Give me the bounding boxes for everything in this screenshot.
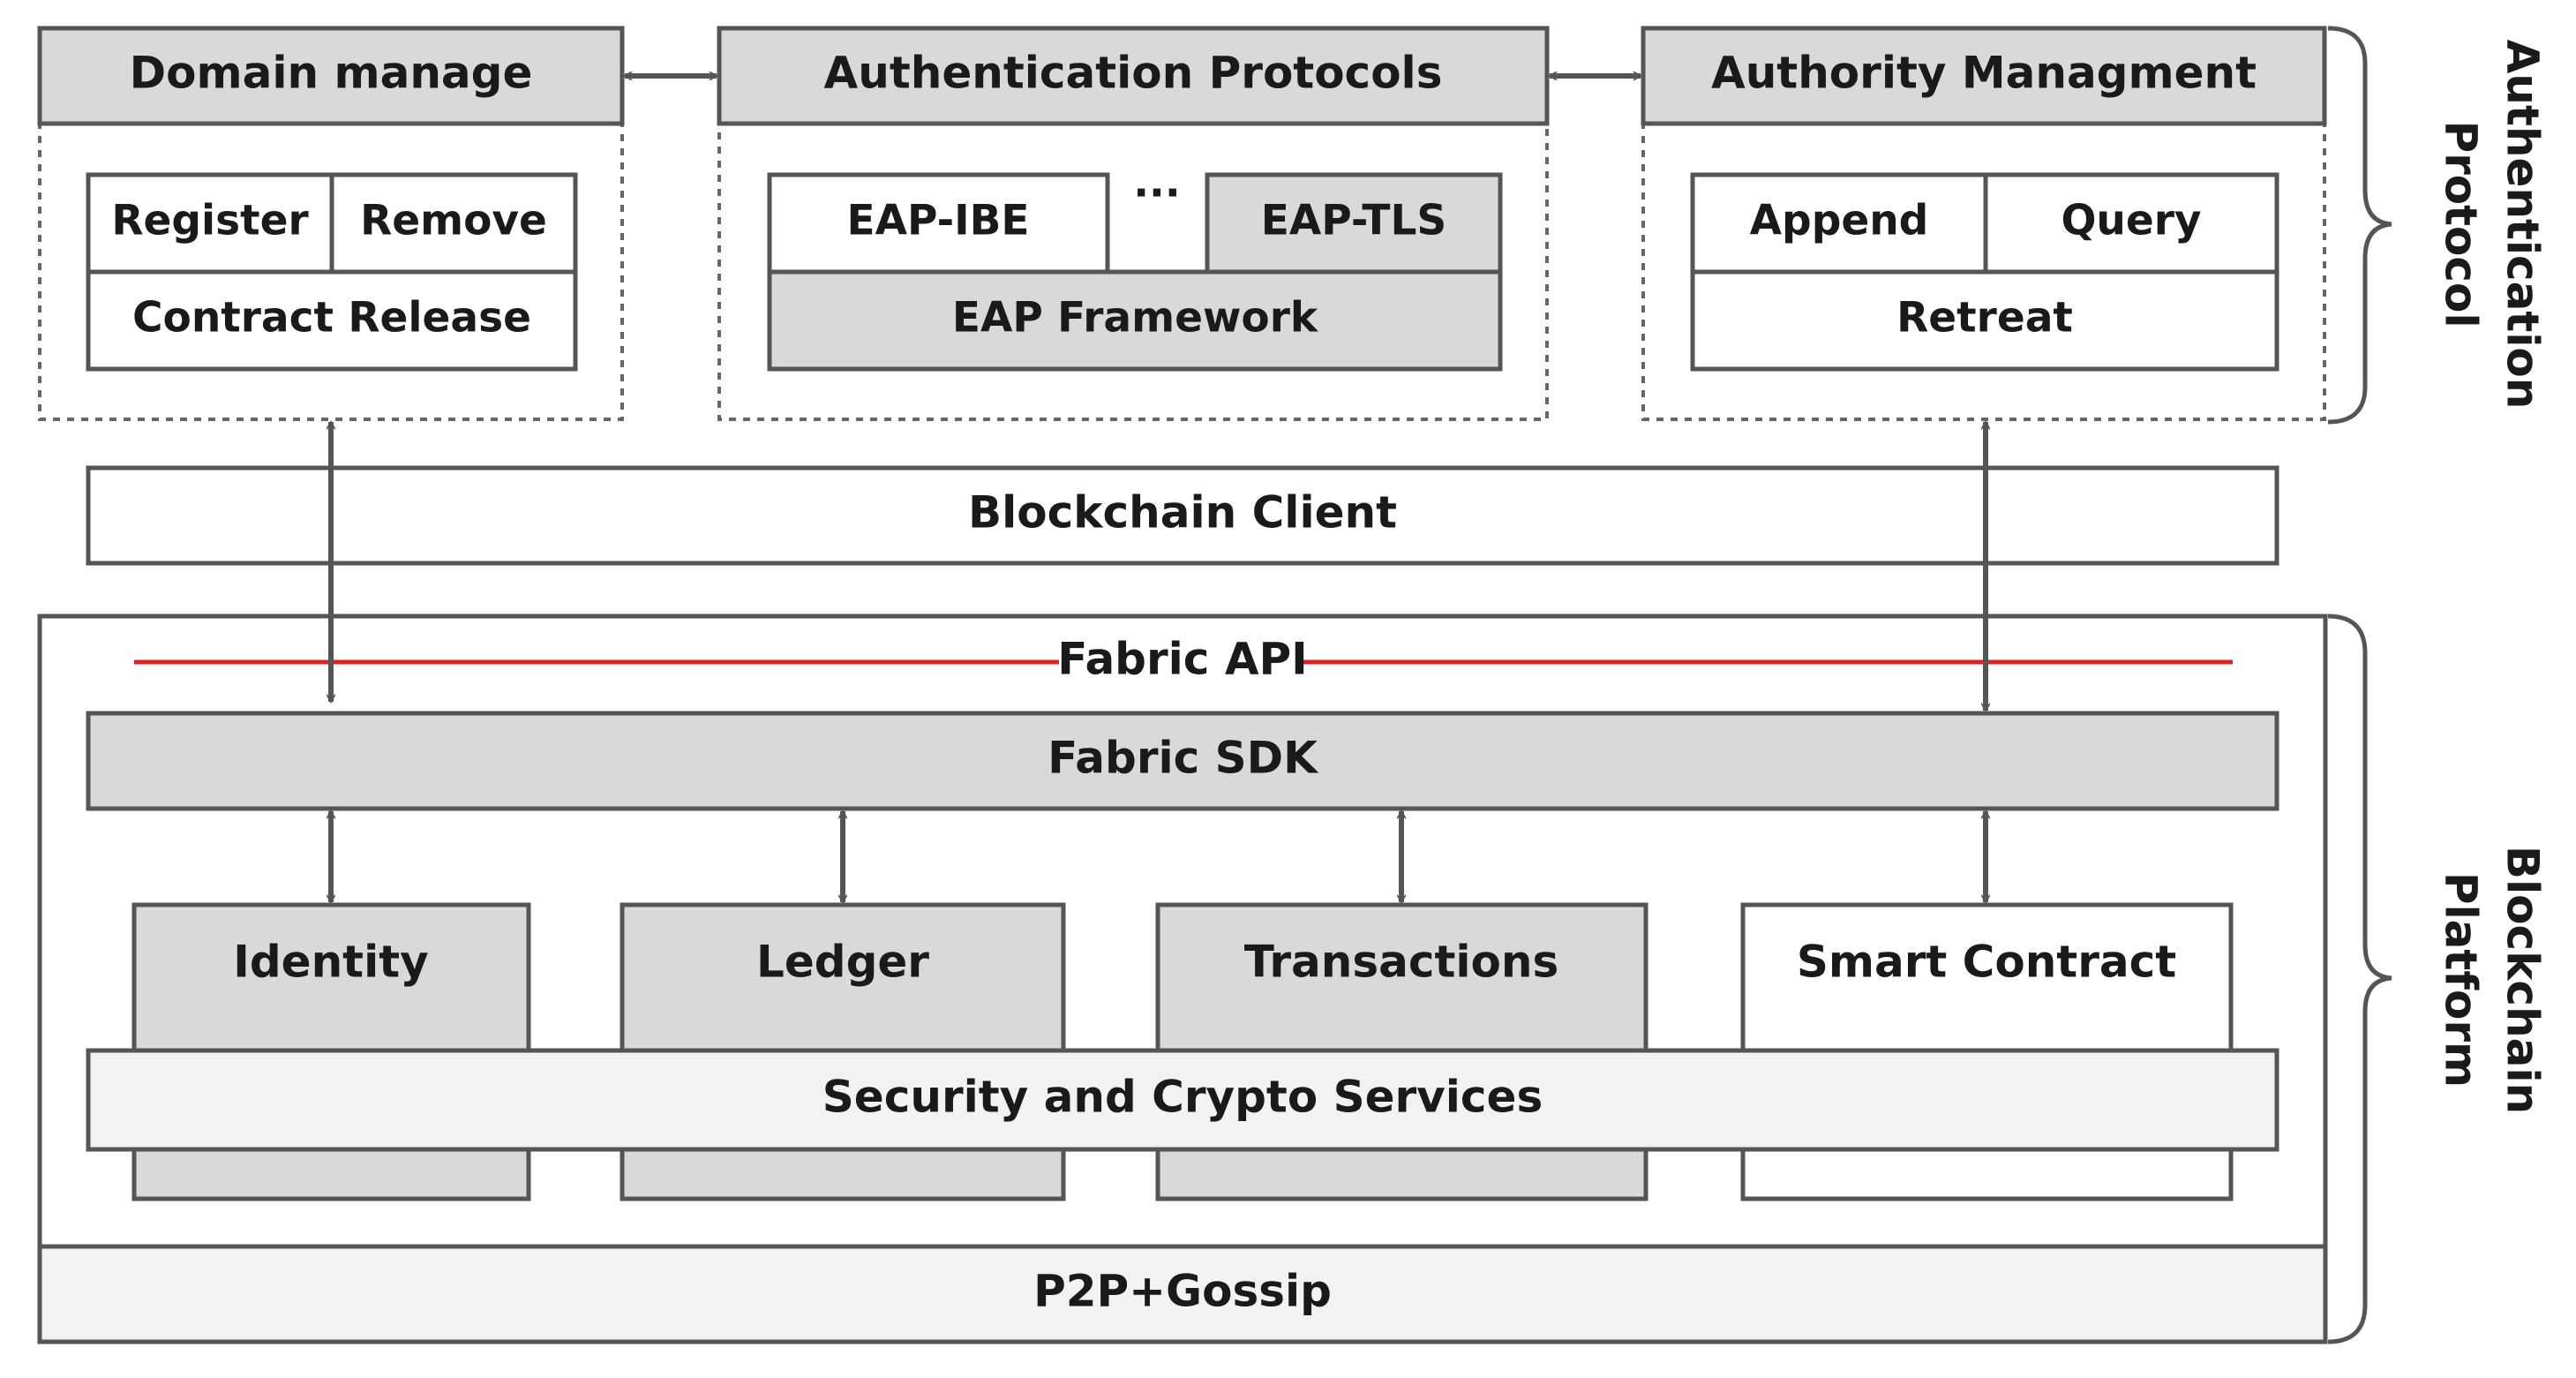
eap-tls-label: EAP-TLS: [1261, 197, 1447, 245]
transactions-label: Transactions: [1244, 937, 1559, 988]
domain-manage-title: Domain manage: [130, 48, 533, 99]
p2p-gossip-bar: [37, 1244, 2328, 1344]
remove-label: Remove: [360, 197, 547, 245]
auth-protocol-brace: [2327, 26, 2392, 425]
blockchain-platform-brace: [2327, 614, 2392, 1344]
side-label-protocol: Protocol: [2436, 120, 2487, 328]
fabric-sdk-bar: [86, 711, 2279, 811]
register-label: Register: [111, 197, 309, 245]
eap-framework-label: EAP Framework: [952, 294, 1319, 343]
retreat-label: Retreat: [1896, 294, 2073, 343]
side-label-blockchain: Blockchain: [2497, 846, 2549, 1114]
ledger-label: Ledger: [756, 937, 929, 988]
authority-management-header: [1641, 26, 2327, 126]
p2p-gossip-label: P2P+Gossip: [1033, 1266, 1332, 1317]
domain-manage-header: [37, 26, 625, 126]
identity-label: Identity: [233, 937, 428, 988]
authority-management-module: Authority Managment Append Query Retreat: [1641, 26, 2327, 421]
fabric-sdk-label: Fabric SDK: [1048, 733, 1319, 784]
authentication-protocols-module: Authentication Protocols EAP-IBE ··· EAP…: [717, 26, 1550, 421]
domain-manage-module: Domain manage Register Remove Contract R…: [37, 26, 625, 421]
eap-ibe-label: EAP-IBE: [846, 197, 1029, 245]
side-label-authentication: Authentication: [2497, 40, 2549, 410]
authentication-protocols-header: [717, 26, 1550, 126]
authority-management-title: Authority Managment: [1711, 48, 2257, 99]
security-crypto-label: Security and Crypto Services: [822, 1072, 1543, 1123]
security-crypto-bar: [86, 1048, 2279, 1152]
smart-contract-label: Smart Contract: [1797, 937, 2176, 988]
authentication-protocols-title: Authentication Protocols: [824, 48, 1443, 99]
fabric-api-label-bg: [1059, 637, 1299, 687]
blockchain-client-label: Blockchain Client: [968, 487, 1397, 538]
contract-release-label: Contract Release: [132, 294, 531, 343]
blockchain-client-bar: [86, 465, 2279, 566]
query-label: Query: [2061, 197, 2201, 245]
fabric-api-label: Fabric API: [1057, 634, 1308, 685]
append-label: Append: [1750, 197, 1929, 245]
ellipsis-label: ···: [1133, 169, 1181, 218]
side-label-platform: Platform: [2436, 872, 2487, 1088]
